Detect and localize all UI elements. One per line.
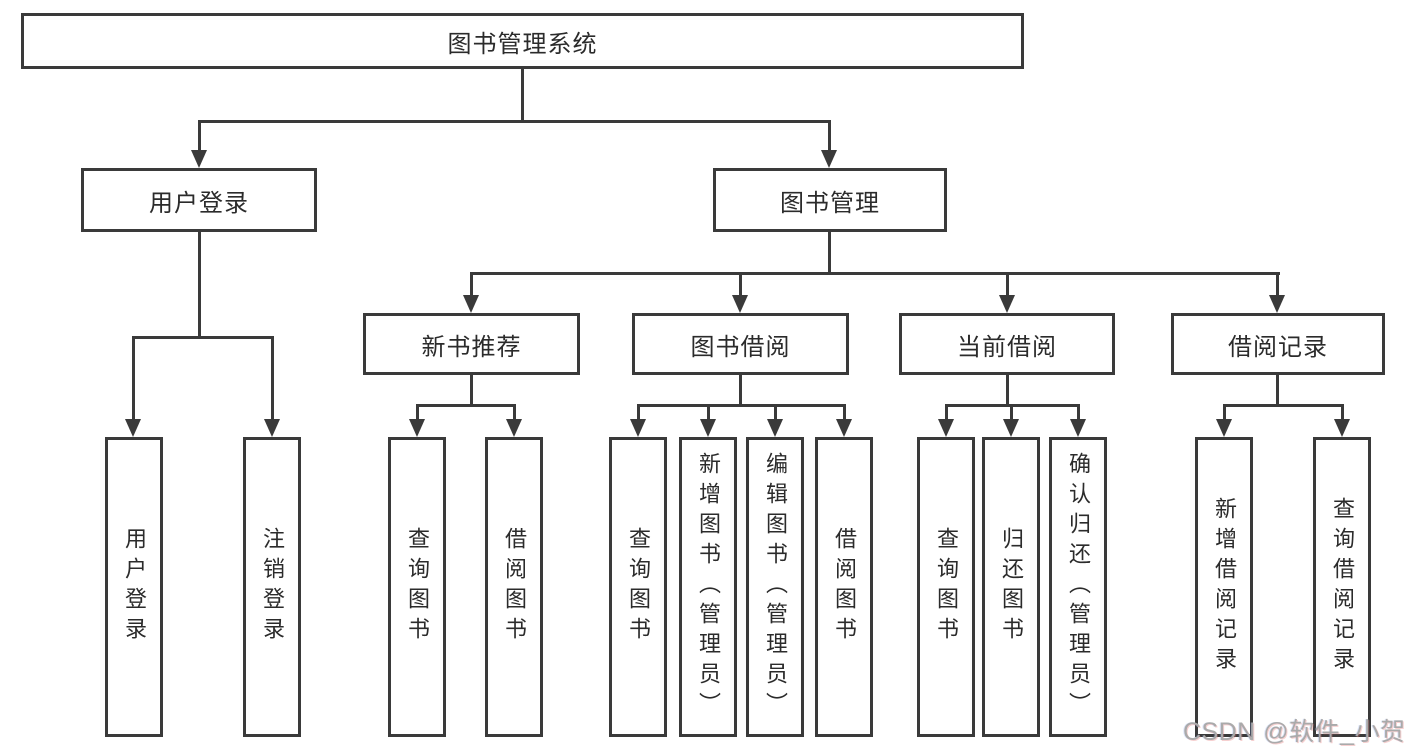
connector-line <box>637 404 640 421</box>
arrow-down-icon <box>821 150 837 168</box>
connector-line <box>198 120 831 123</box>
arrow-down-icon <box>191 150 207 168</box>
connector-line <box>828 120 831 152</box>
connector-line <box>416 404 516 407</box>
arrow-down-icon <box>1269 295 1285 313</box>
connector-line <box>513 404 516 421</box>
connector-line <box>271 336 274 421</box>
arrow-down-icon <box>1003 419 1019 437</box>
connector-line <box>1223 404 1226 421</box>
connector-line <box>198 232 201 336</box>
arrow-down-icon <box>630 419 646 437</box>
leaf-query-books-borrowing: 查询图书 <box>609 437 667 737</box>
arrow-down-icon <box>125 419 141 437</box>
connector-line <box>843 404 846 421</box>
connector-line <box>945 404 948 421</box>
arrow-down-icon <box>1216 419 1232 437</box>
connector-line <box>637 404 846 407</box>
node-book-management-branch: 图书管理 <box>713 168 947 232</box>
connector-line <box>1341 404 1344 421</box>
connector-line <box>470 272 1280 275</box>
arrow-down-icon <box>732 295 748 313</box>
leaf-edit-books-admin: 编辑图书（管理员） <box>746 437 804 737</box>
leaf-query-books-recommend: 查询图书 <box>388 437 446 737</box>
arrow-down-icon <box>463 295 479 313</box>
connector-line <box>828 232 831 272</box>
connector-line <box>1010 404 1013 421</box>
connector-line <box>739 272 742 297</box>
leaf-borrow-books-recommend: 借阅图书 <box>485 437 543 737</box>
node-user-login-branch: 用户登录 <box>81 168 317 232</box>
connector-line <box>774 404 777 421</box>
leaf-add-books-admin: 新增图书（管理员） <box>679 437 737 737</box>
connector-line <box>198 120 201 152</box>
connector-line <box>707 404 710 421</box>
arrow-down-icon <box>1070 419 1086 437</box>
arrow-down-icon <box>506 419 522 437</box>
connector-line <box>1223 404 1344 407</box>
leaf-query-borrow-record: 查询借阅记录 <box>1313 437 1371 737</box>
connector-line <box>132 336 135 421</box>
arrow-down-icon <box>767 419 783 437</box>
leaf-query-books-current: 查询图书 <box>917 437 975 737</box>
leaf-add-borrow-record: 新增借阅记录 <box>1195 437 1253 737</box>
connector-line <box>1006 375 1009 404</box>
connector-line <box>1006 272 1009 297</box>
arrow-down-icon <box>409 419 425 437</box>
connector-line <box>1276 375 1279 404</box>
leaf-borrow-books: 借阅图书 <box>815 437 873 737</box>
leaf-confirm-return-admin: 确认归还（管理员） <box>1049 437 1107 737</box>
connector-line <box>132 336 274 339</box>
arrow-down-icon <box>938 419 954 437</box>
connector-line <box>470 272 473 297</box>
connector-line <box>739 375 742 404</box>
connector-line <box>470 375 473 404</box>
leaf-logout: 注销登录 <box>243 437 301 737</box>
node-root-system: 图书管理系统 <box>21 13 1024 69</box>
arrow-down-icon <box>1334 419 1350 437</box>
connector-line <box>1077 404 1080 421</box>
arrow-down-icon <box>700 419 716 437</box>
node-borrowing-records: 借阅记录 <box>1171 313 1385 375</box>
connector-line <box>1276 272 1279 297</box>
arrow-down-icon <box>264 419 280 437</box>
csdn-watermark: CSDN @软件_小贺同学 <box>1183 718 1405 746</box>
leaf-return-books: 归还图书 <box>982 437 1040 737</box>
arrow-down-icon <box>836 419 852 437</box>
arrow-down-icon <box>999 295 1015 313</box>
connector-line <box>521 69 524 120</box>
connector-line <box>416 404 419 421</box>
node-new-book-recommend: 新书推荐 <box>363 313 580 375</box>
node-current-borrowing: 当前借阅 <box>899 313 1115 375</box>
leaf-user-login: 用户登录 <box>105 437 163 737</box>
node-book-borrowing: 图书借阅 <box>632 313 849 375</box>
